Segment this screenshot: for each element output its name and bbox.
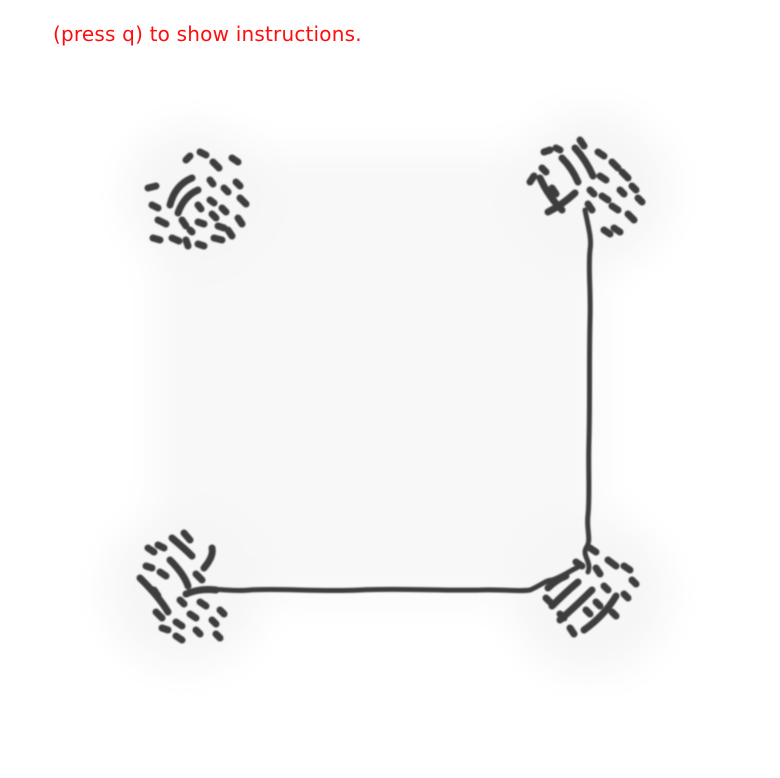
- instructions-hint: (press q) to show instructions.: [53, 22, 362, 46]
- cluster-top-right: [526, 136, 646, 238]
- cluster-bottom-left: [136, 529, 228, 644]
- cluster-bottom-right: [542, 544, 640, 638]
- trail-vertical: [582, 207, 593, 575]
- cluster-top-left: [144, 148, 250, 250]
